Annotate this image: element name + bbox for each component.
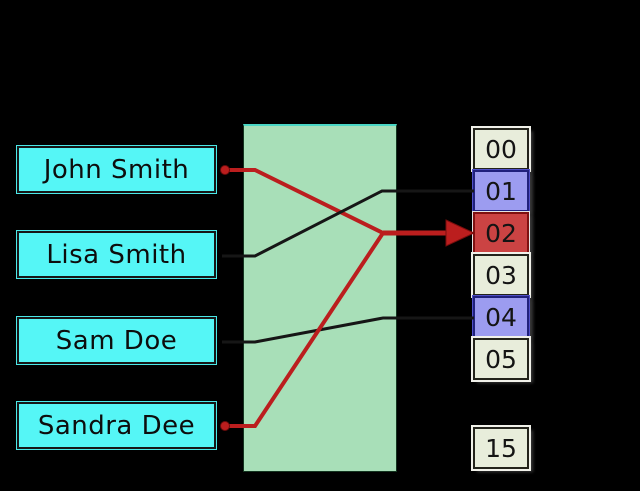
bucket-01: 01 — [473, 170, 529, 212]
bucket-03: 03 — [473, 254, 529, 296]
bucket-00: 00 — [473, 128, 529, 170]
line-start-dot-icon — [220, 165, 230, 175]
key-label: Sandra Dee — [37, 410, 196, 441]
bucket-value: 15 — [485, 433, 517, 463]
key-box-sandra-dee: Sandra Dee — [17, 402, 216, 449]
bucket-05: 05 — [473, 338, 529, 380]
key-label: Sam Doe — [55, 325, 178, 356]
key-box-lisa-smith: Lisa Smith — [17, 231, 216, 278]
key-label: John Smith — [43, 154, 190, 185]
bucket-value: 01 — [485, 176, 517, 206]
bucket-value: 02 — [485, 218, 517, 248]
key-box-sam-doe: Sam Doe — [17, 317, 216, 364]
bucket-04: 04 — [473, 296, 529, 338]
line-start-dot-icon — [220, 421, 230, 431]
key-box-john-smith: John Smith — [17, 146, 216, 193]
arrowhead-icon — [445, 219, 476, 247]
bucket-value: 05 — [485, 344, 517, 374]
bucket-value: 00 — [485, 134, 517, 164]
hash-function-box — [243, 124, 397, 472]
bucket-value: 03 — [485, 260, 517, 290]
bucket-value: 04 — [485, 302, 517, 332]
bucket-02: 02 — [473, 212, 529, 254]
bucket-15: 15 — [473, 427, 529, 469]
key-label: Lisa Smith — [46, 239, 187, 270]
